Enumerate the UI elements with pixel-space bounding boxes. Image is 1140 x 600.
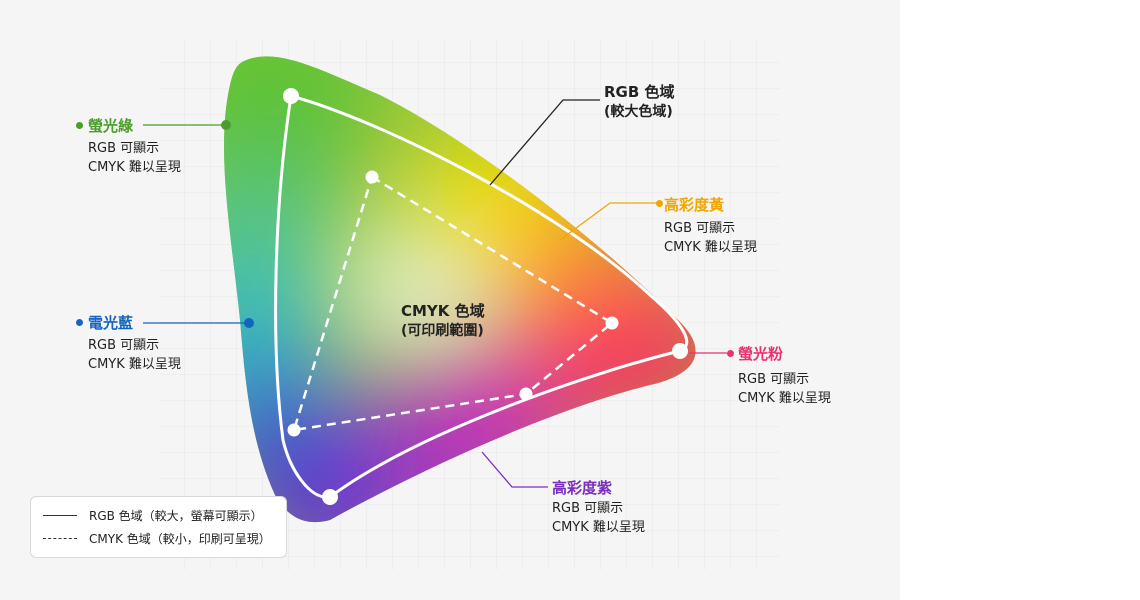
- legend-solid-line: [43, 515, 77, 516]
- leader-purple: [481, 451, 548, 488]
- callout-green-line2: CMYK 難以呈現: [88, 160, 181, 175]
- blue-dot-icon: [76, 319, 83, 326]
- gamut-vertices: [283, 88, 688, 505]
- callout-pink-line2: CMYK 難以呈現: [738, 391, 831, 406]
- callout-blue-name: 電光藍: [88, 314, 134, 332]
- yellow-dot-icon: [656, 200, 663, 207]
- callout-blue-line2: CMYK 難以呈現: [88, 357, 181, 372]
- callout-pink-line1: RGB 可顯示: [738, 372, 810, 387]
- anchor-green: [221, 120, 231, 130]
- callout-green-line1: RGB 可顯示: [88, 141, 160, 156]
- cmyk-vertex-red: [605, 316, 619, 330]
- cmyk-vertex-magenta: [519, 387, 533, 401]
- cmyk-gamut-subtitle: (可印刷範圍): [401, 323, 484, 339]
- legend-solid-label: RGB 色域（較大，螢幕可顯示）: [89, 509, 263, 523]
- rgb-vertex-green: [283, 88, 299, 104]
- legend: RGB 色域（較大，螢幕可顯示） CMYK 色域（較小，印刷可呈現）: [30, 496, 287, 558]
- callout-pink-name: 螢光粉: [738, 345, 784, 363]
- rgb-gamut-subtitle: (較大色域): [604, 104, 673, 120]
- callout-purple-line2: CMYK 難以呈現: [552, 520, 645, 535]
- callout-yellow-name: 高彩度黃: [664, 196, 725, 214]
- cmyk-vertex-blue: [287, 423, 301, 437]
- gamut-diagram: [143, 56, 727, 523]
- legend-dashed-line: [43, 538, 77, 539]
- callout-green-name: 螢光綠: [88, 117, 134, 135]
- leader-lines: [143, 99, 727, 488]
- rgb-gamut-title: RGB 色域: [604, 83, 675, 101]
- anchor-blue: [244, 318, 254, 328]
- callout-blue-line1: RGB 可顯示: [88, 338, 160, 353]
- rgb-vertex-violet: [322, 489, 338, 505]
- callout-purple-line1: RGB 可顯示: [552, 501, 624, 516]
- pink-dot-icon: [727, 350, 734, 357]
- legend-dashed-label: CMYK 色域（較小，印刷可呈現）: [89, 532, 271, 546]
- cmyk-gamut-title: CMYK 色域: [401, 302, 485, 320]
- callout-yellow-line2: CMYK 難以呈現: [664, 240, 757, 255]
- callout-purple-name: 高彩度紫: [552, 479, 613, 497]
- callout-yellow-line1: RGB 可顯示: [664, 221, 736, 236]
- leader-yellow: [559, 202, 658, 241]
- diagram-panel: RGB 色域 (較大色域) CMYK 色域 (可印刷範圍) 螢光綠 RGB 可顯…: [30, 40, 831, 570]
- green-dot-icon: [76, 122, 83, 129]
- rgb-vertex-pink: [672, 343, 688, 359]
- leader-rgb: [489, 99, 600, 186]
- cmyk-vertex-green: [365, 170, 379, 184]
